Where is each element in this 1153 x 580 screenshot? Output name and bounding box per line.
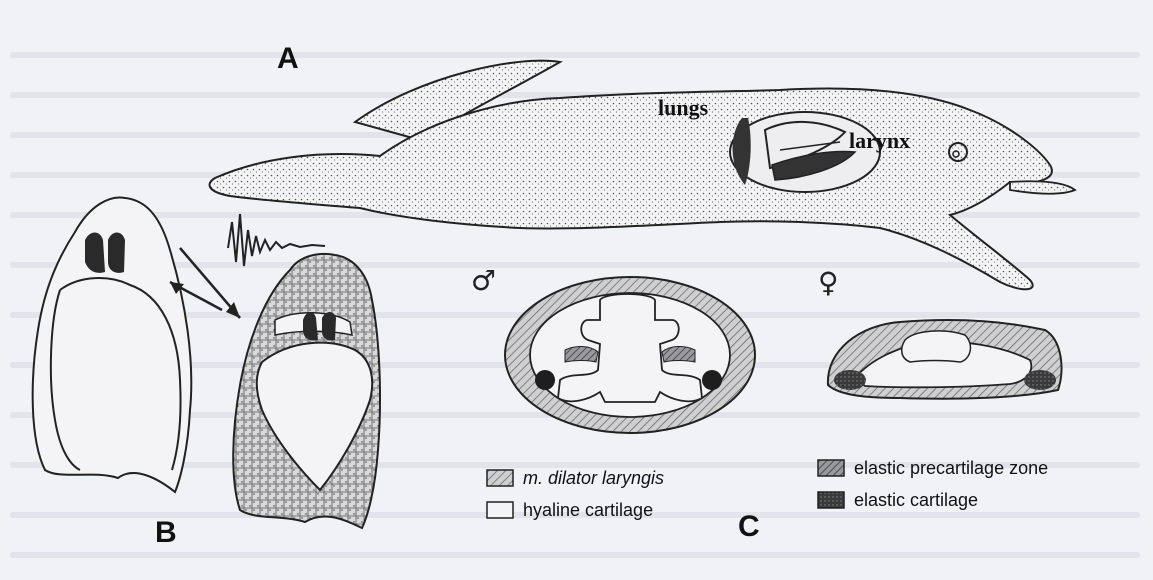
panel-label-b: B bbox=[155, 516, 177, 550]
swatch-hyaline bbox=[487, 502, 513, 518]
male-larynx-cross-section bbox=[505, 277, 755, 433]
swatch-elastic-precartilage bbox=[818, 460, 844, 476]
female-larynx-cross-section bbox=[828, 320, 1062, 399]
swatch-m-dilator bbox=[487, 470, 513, 486]
female-symbol-icon: ♀ bbox=[818, 266, 839, 299]
legend-label-hyaline: hyaline cartilage bbox=[523, 500, 653, 521]
legend-label-elastic-precartilage: elastic precartilage zone bbox=[854, 458, 1048, 479]
larynx-outline-left bbox=[33, 197, 192, 492]
legend-label-elastic-cartilage: elastic cartilage bbox=[854, 490, 978, 511]
legend-label-m-dilator: m. dilator laryngis bbox=[523, 468, 664, 489]
larynx-label: larynx bbox=[849, 128, 910, 154]
panel-label-c: C bbox=[738, 510, 760, 544]
larynx-outline-right bbox=[233, 254, 380, 528]
lungs-label: lungs bbox=[658, 95, 708, 121]
panel-label-a: A bbox=[277, 42, 299, 76]
swatch-elastic-cartilage bbox=[818, 492, 844, 508]
male-symbol-icon: ♂ bbox=[471, 264, 496, 297]
